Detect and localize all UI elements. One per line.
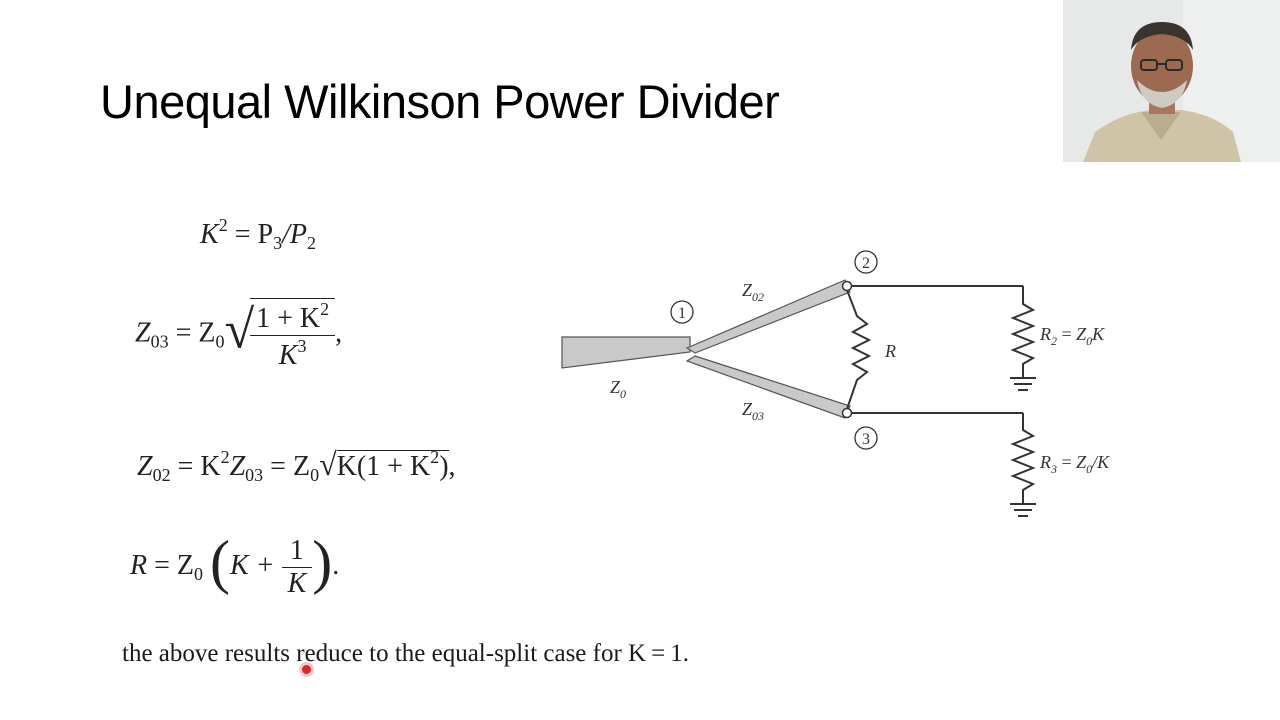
svg-text:3: 3 — [862, 431, 870, 448]
label-r2: R2 = Z0K — [1039, 324, 1105, 348]
label-r: R — [884, 341, 896, 361]
presenter-webcam — [1063, 0, 1280, 162]
slide-title: Unequal Wilkinson Power Divider — [100, 75, 780, 128]
svg-text:1: 1 — [678, 305, 686, 322]
label-r3: R3 = Z0/K — [1039, 452, 1110, 476]
arm-z03 — [685, 355, 851, 419]
resistor-r2 — [1010, 286, 1036, 378]
svg-text:2: 2 — [862, 255, 870, 272]
conclusion-text: the above results reduce to the equal-sp… — [122, 640, 689, 667]
input-line-z0 — [561, 336, 691, 369]
label-z0: Z0 — [610, 377, 626, 401]
equation-z02: Z02 = K2Z03 = Z0√K(1 + K2), — [137, 446, 456, 485]
label-z02: Z02 — [742, 280, 764, 304]
equation-k-squared: K2 = P3/P2 — [200, 215, 316, 253]
wilkinson-divider-diagram: 1 2 3 Z02 Z03 Z0 R R2 = Z0K R3 = Z0/K — [561, 250, 1110, 517]
laser-pointer — [302, 665, 311, 674]
presenter-video-icon — [1063, 0, 1280, 162]
resistor-r3 — [1010, 413, 1036, 504]
arm-z02 — [685, 279, 851, 354]
resistor-r — [846, 289, 872, 410]
label-z03: Z03 — [742, 399, 764, 423]
